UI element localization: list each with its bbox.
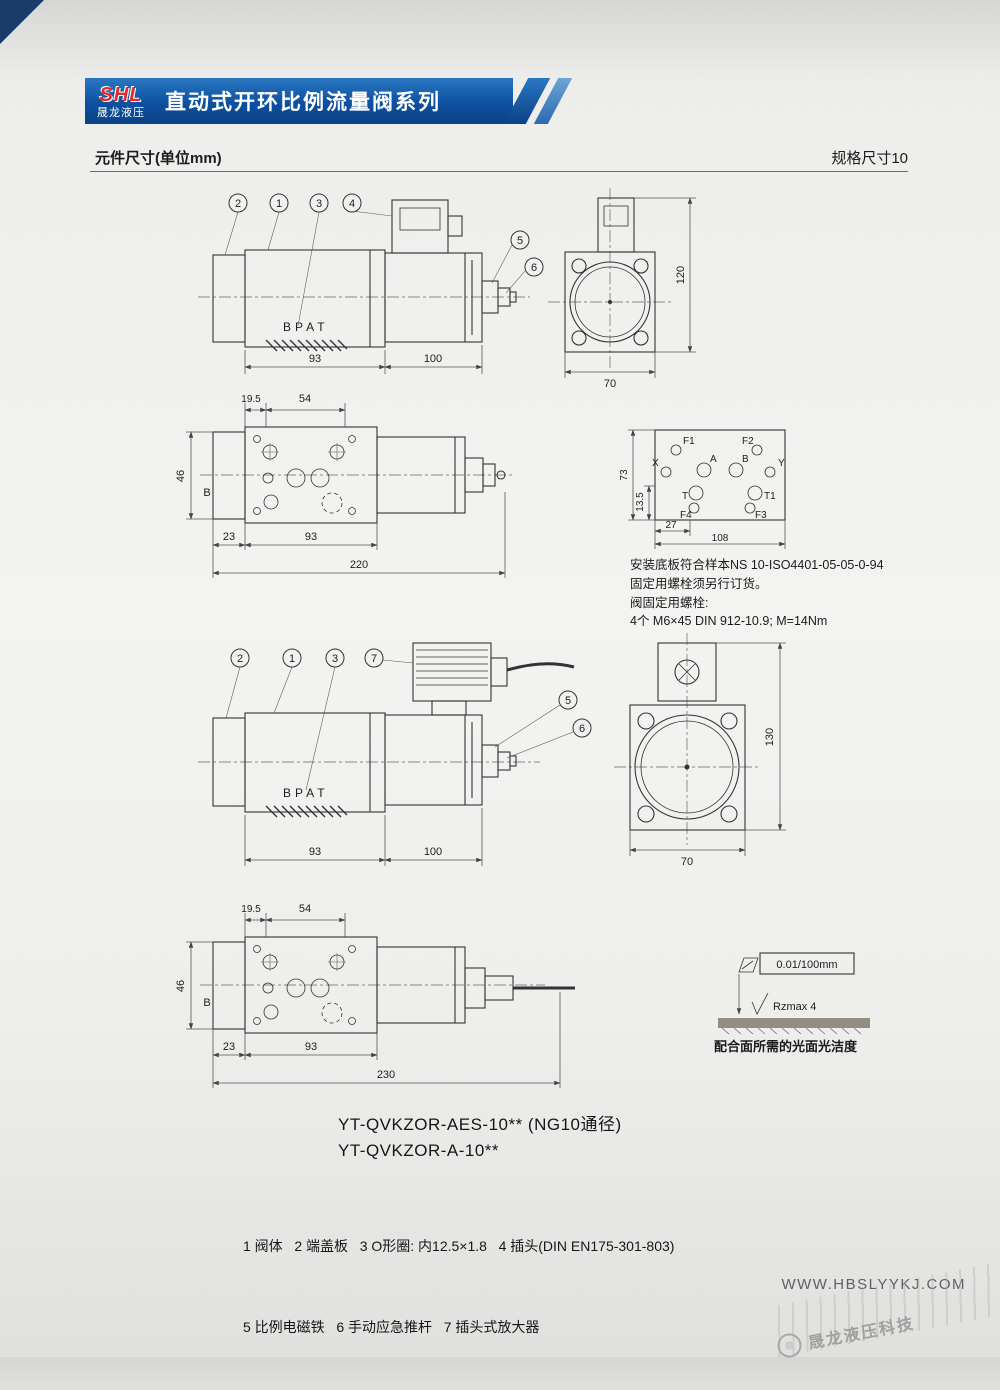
company-logo: SHL 晟龙液压 xyxy=(85,83,157,119)
dimensions-top-plan xyxy=(186,403,506,578)
dim-130: 130 xyxy=(764,728,776,746)
dim-19-5: 19.5 xyxy=(241,904,261,915)
page-corner-decoration xyxy=(0,0,44,44)
parts-list-line-1: 1 阀体 2 端盖板 3 O形圈: 内12.5×1.8 4 插头(DIN EN1… xyxy=(243,1237,675,1254)
port-x: X xyxy=(652,458,659,469)
port-letters-label: BPAT xyxy=(283,786,329,800)
surface-bar xyxy=(718,1018,870,1028)
dimensions-bottom-plan xyxy=(186,913,561,1088)
technical-drawings: BPAT 2 1 3 4 5 6 xyxy=(175,188,870,1088)
dim-73: 73 xyxy=(619,469,630,481)
logo-monogram: SHL xyxy=(99,84,143,106)
callouts-bottom-side: 2 1 3 7 5 6 xyxy=(225,648,592,791)
mounting-port-labels: F1 F2 X Y A B T T1 F4 F3 xyxy=(652,436,785,521)
dim-23: 23 xyxy=(223,531,235,543)
finish-tolerance: 0.01/100mm xyxy=(776,959,837,971)
dim-70: 70 xyxy=(604,378,616,390)
spec-size-label: 规格尺寸10 xyxy=(831,150,908,167)
watermark-logo-icon xyxy=(775,1331,804,1360)
logo-company-name: 晟龙液压 xyxy=(97,107,145,119)
callout-number: 7 xyxy=(371,653,377,665)
drawing-top-side-view: BPAT 2 1 3 4 5 6 xyxy=(198,193,544,374)
dim-46: 46 xyxy=(175,980,187,992)
port-f4: F4 xyxy=(680,510,692,521)
dim-93: 93 xyxy=(309,846,321,858)
dim-120: 120 xyxy=(675,266,687,284)
callout-number: 4 xyxy=(349,198,355,210)
model-designations: YT-QVKZOR-AES-10** (NG10通径) YT-QVKZOR-A-… xyxy=(338,1112,622,1165)
mounting-note-line: 固定用螺栓须另行订货。 xyxy=(630,576,768,591)
dim-54: 54 xyxy=(299,393,311,405)
dimensions-top-side xyxy=(244,345,483,374)
port-t1: T1 xyxy=(764,491,776,502)
parts-list-line-2: 5 比例电磁铁 6 手动应急推杆 7 插头式放大器 xyxy=(243,1319,540,1336)
port-f3: F3 xyxy=(755,510,767,521)
dim-230: 230 xyxy=(377,1069,395,1081)
header-band: SHL 晟龙液压 直动式开环比例流量阀系列 xyxy=(85,78,513,124)
dimensions-bottom-front xyxy=(629,642,786,856)
callout-number: 5 xyxy=(565,695,571,707)
port-t: T xyxy=(682,491,688,502)
dimensions-mounting-pattern xyxy=(628,429,786,549)
port-b-label: B xyxy=(203,487,210,499)
port-a: A xyxy=(710,454,717,465)
dim-93: 93 xyxy=(309,353,321,365)
callout-number: 5 xyxy=(517,235,523,247)
dim-70: 70 xyxy=(681,856,693,868)
dim-27: 27 xyxy=(665,520,677,531)
port-y: Y xyxy=(778,458,785,469)
parts-list: 1 阀体 2 端盖板 3 O形圈: 内12.5×1.8 4 插头(DIN EN1… xyxy=(243,1178,674,1369)
callout-number: 6 xyxy=(531,262,537,274)
dim-23: 23 xyxy=(223,1041,235,1053)
catalog-page: { "header": { "logo_acronym": "SHL", "lo… xyxy=(0,0,1000,1360)
port-b-label: B xyxy=(203,997,210,1009)
mounting-notes: 安装底板符合样本NS 10-ISO4401-05-05-0-94 固定用螺栓须另… xyxy=(630,556,930,631)
callout-number: 1 xyxy=(289,653,295,665)
callout-number: 2 xyxy=(237,653,243,665)
dim-19-5: 19.5 xyxy=(241,394,261,405)
finish-roughness: Rzmax 4 xyxy=(773,1001,816,1013)
model-line-2: YT-QVKZOR-A-10** xyxy=(338,1141,500,1161)
drawing-bottom-side-view: BPAT 2 1 3 7 5 6 xyxy=(198,642,592,866)
port-f1: F1 xyxy=(683,436,695,447)
mounting-note-line: 安装底板符合样本NS 10-ISO4401-05-05-0-94 xyxy=(630,558,884,572)
dim-108: 108 xyxy=(712,533,729,544)
footer-website: WWW.HBSLYYKJ.COM xyxy=(781,1276,966,1293)
drawing-bottom-front-view: 130 70 xyxy=(614,633,786,868)
dim-100: 100 xyxy=(424,846,442,858)
callout-number: 3 xyxy=(316,198,322,210)
dimensions-bottom-side xyxy=(244,808,483,866)
callouts-top-side: 2 1 3 4 5 6 xyxy=(224,193,544,327)
dim-93: 93 xyxy=(305,1041,317,1053)
drawing-top-front-view: 120 70 xyxy=(548,188,696,390)
surface-finish-caption: 配合面所需的光面光洁度 xyxy=(714,1039,858,1054)
callout-number: 3 xyxy=(332,653,338,665)
amplifier-cable xyxy=(506,662,575,672)
port-letters-label: BPAT xyxy=(283,320,329,334)
port-b: B xyxy=(742,454,749,465)
dim-54: 54 xyxy=(299,903,311,915)
dimensions-top-front xyxy=(564,197,696,378)
dim-46: 46 xyxy=(175,470,187,482)
mounting-pattern-diagram: F1 F2 X Y A B T T1 F4 F3 73 13.5 27 108 xyxy=(619,429,786,549)
mounting-note-line: 阀固定用螺栓: xyxy=(630,595,709,610)
surface-finish-symbol: 0.01/100mm Rzmax 4 xyxy=(718,952,870,1035)
dim-93: 93 xyxy=(305,531,317,543)
callout-number: 1 xyxy=(276,198,282,210)
drawing-bottom-plan-view: 19.5 54 46 B 23 93 230 xyxy=(175,903,575,1088)
callout-number: 2 xyxy=(235,198,241,210)
dim-100: 100 xyxy=(424,353,442,365)
page-title: 直动式开环比例流量阀系列 xyxy=(165,91,441,114)
dim-220: 220 xyxy=(350,559,368,571)
section-label-dimensions: 元件尺寸(单位mm) xyxy=(95,150,222,167)
subheader-rule xyxy=(90,171,908,172)
dim-13-5: 13.5 xyxy=(635,492,646,512)
port-f2: F2 xyxy=(742,436,754,447)
callout-number: 6 xyxy=(579,723,585,735)
mounting-note-line: 4个 M6×45 DIN 912-10.9; M=14Nm xyxy=(630,614,828,629)
drawing-top-plan-view: 19.5 54 46 B 23 93 220 xyxy=(175,393,512,578)
model-line-1: YT-QVKZOR-AES-10** (NG10通径) xyxy=(338,1115,622,1134)
